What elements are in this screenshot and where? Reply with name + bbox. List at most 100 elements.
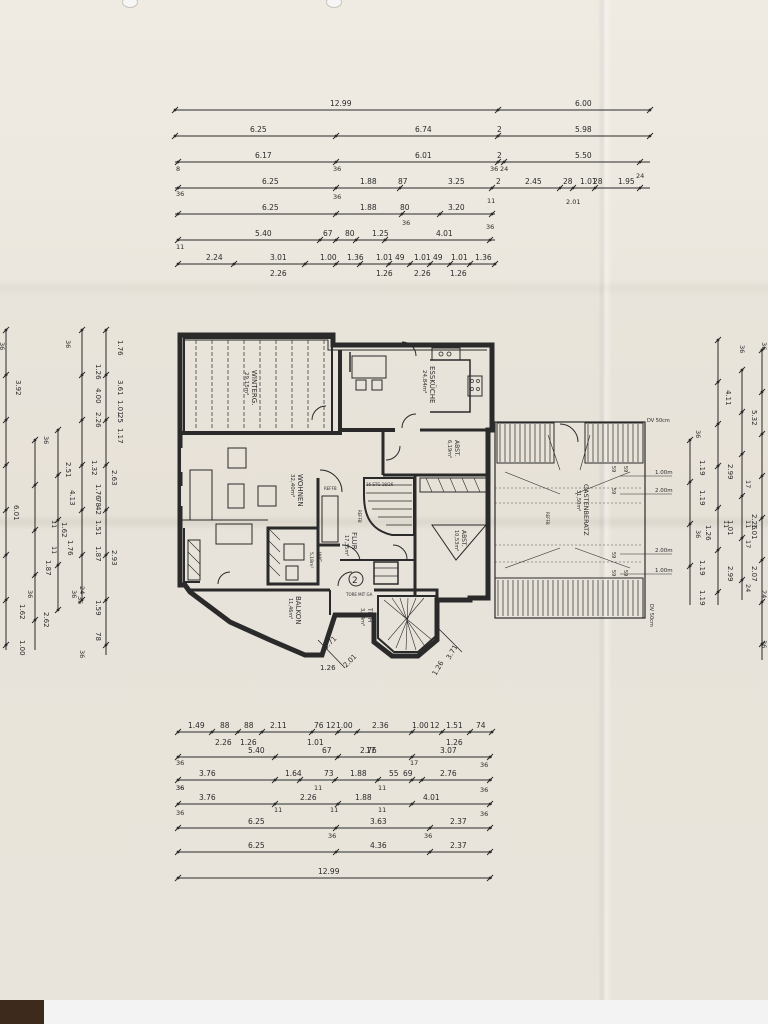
- bottom-dim-value: 12: [326, 721, 336, 730]
- left-dim-value: 2.93: [110, 550, 118, 566]
- bottom-dim-value: 69: [403, 769, 413, 778]
- bottom-dim-value: 2.76: [360, 746, 377, 755]
- top-dim-value: 28: [593, 177, 603, 186]
- top-dim-value: 12.99: [330, 99, 352, 108]
- label-flur-area: 17,35m²: [343, 535, 349, 556]
- label-gastenberatz: GASTENBERATZ: [582, 484, 590, 536]
- label-balkon: BALKON: [294, 596, 302, 624]
- left-dim-value: 1.76: [116, 340, 124, 356]
- label-balkon-area: 11,46m²: [287, 598, 293, 619]
- top-dim-value: 49: [433, 253, 443, 262]
- left-small-mark: 36: [26, 590, 34, 598]
- top-dim-value: 1.26: [450, 269, 467, 278]
- left-small-mark: 36: [78, 650, 86, 658]
- label-wc-area: 5,18m²: [308, 552, 314, 568]
- right-small-mark: 36: [738, 345, 746, 353]
- label-wohnen: WOHNEN: [296, 474, 304, 507]
- right-dim-value: 1.19: [698, 560, 706, 576]
- bottom-dim-value: 1.51: [446, 721, 463, 730]
- top-dim-value: 1.01: [376, 253, 393, 262]
- label-winterg: WINTERG.: [250, 370, 258, 405]
- punch-hole-right: [326, 0, 342, 8]
- bottom-small-mark: 11: [378, 806, 386, 814]
- bottom-small-mark: 36: [176, 809, 184, 817]
- top-dim-value: 28: [563, 177, 573, 186]
- left-small-mark: 36: [42, 436, 50, 444]
- top-dim-value: 1.95: [618, 177, 635, 186]
- top-dim-value: 67: [323, 229, 333, 238]
- top-dim-value: 6.25: [250, 125, 267, 134]
- bottom-small-mark: 36: [480, 761, 488, 769]
- left-dim-value: 2.62: [42, 612, 50, 628]
- left-dim-value: 1.62: [18, 604, 26, 620]
- label-rolltreppe: 16 STG 18/26: [366, 482, 394, 487]
- top-dim-value: 3.25: [448, 177, 465, 186]
- bottom-dim-value: 2.36: [372, 721, 389, 730]
- right-small-mark: 36: [694, 530, 702, 538]
- right-dim-value: 2.99: [726, 566, 734, 582]
- annex-side-dim: 2.00m: [655, 548, 673, 554]
- bottom-dim-value: 1.88: [355, 793, 372, 802]
- top-dim-value: 6.17: [255, 151, 272, 160]
- label-abst: ABST.: [453, 440, 460, 457]
- bottom-dim-value: 4.01: [423, 793, 440, 802]
- bottom-dim-value: 6.25: [248, 841, 265, 850]
- left-dim-value: 6.01: [12, 505, 20, 521]
- left-small-mark: 36: [64, 340, 72, 348]
- right-dim-value: 2.07: [750, 566, 758, 582]
- label-esskueche: ESSKÜCHE: [428, 366, 437, 403]
- wooden-edge: [0, 1000, 44, 1024]
- annex-side-dim: 1.00m: [655, 568, 673, 574]
- left-dim-value: 1.87: [94, 546, 102, 562]
- left-dim-value: 1.00: [18, 640, 26, 656]
- top-dim-value: 3.01: [270, 253, 287, 262]
- right-dim-value: 1.19: [698, 490, 706, 506]
- annex-stairs: [497, 424, 639, 616]
- right-dim-value: 4.11: [724, 390, 732, 406]
- left-dim-value: 42: [94, 506, 102, 515]
- diag-label-5: 2.01: [342, 653, 359, 670]
- right-small-mark: 36: [694, 430, 702, 438]
- right-small-mark: 24: [760, 590, 768, 598]
- room-labels: WINTERG. 29,15m² ESSKÜCHE 24,84m² ABST. …: [243, 366, 590, 626]
- annex-side-dim: 1.00m: [655, 470, 673, 476]
- bottom-dim-value: 55: [389, 769, 399, 778]
- label-staircase-number: 2: [352, 576, 358, 586]
- left-dim-value: 2.26: [94, 412, 102, 428]
- bottom-dim-value: 3.63: [370, 817, 387, 826]
- left-small-mark: 11: [50, 546, 58, 554]
- diag-label-4: 1.26: [431, 659, 446, 677]
- left-small-mark: 36: [70, 590, 78, 598]
- left-small-mark: 36: [76, 596, 84, 604]
- bottom-dim-value: 1.00: [412, 721, 429, 730]
- top-small-mark: 36: [490, 165, 498, 173]
- top-dim-value: 2: [497, 151, 502, 160]
- top-dim-value: 87: [398, 177, 408, 186]
- left-dim-value: 3.61: [116, 380, 124, 396]
- left-dim-value: 1.87: [44, 560, 52, 576]
- top-dim-value: 6.25: [262, 177, 279, 186]
- top-small-mark: 2.01: [566, 198, 580, 206]
- left-dim-value: 1.32: [90, 460, 98, 476]
- top-small-mark: 36: [333, 165, 341, 173]
- right-dim-value: 2.26: [750, 514, 758, 530]
- left-dim-value: 1.26: [94, 364, 102, 380]
- top-small-mark: 24: [500, 165, 508, 173]
- label-flur: FLUR: [350, 532, 358, 550]
- bottom-small-mark: 36: [424, 832, 432, 840]
- left-small-mark: 24: [78, 586, 86, 594]
- bottom-small-mark: 11: [314, 784, 322, 792]
- top-dim-value: 1.00: [320, 253, 337, 262]
- top-dim-value: 1.36: [475, 253, 492, 262]
- bottom-dim-value: 2.26: [215, 738, 232, 747]
- top-dim-value: 1.25: [372, 229, 389, 238]
- bottom-dim-value: 2.11: [270, 721, 287, 730]
- bottom-small-mark: 36: [480, 810, 488, 818]
- top-dim-value: 1.01: [451, 253, 468, 262]
- top-small-mark: 36: [402, 219, 410, 227]
- annex-dv-bottom: DV 50cm: [648, 604, 654, 627]
